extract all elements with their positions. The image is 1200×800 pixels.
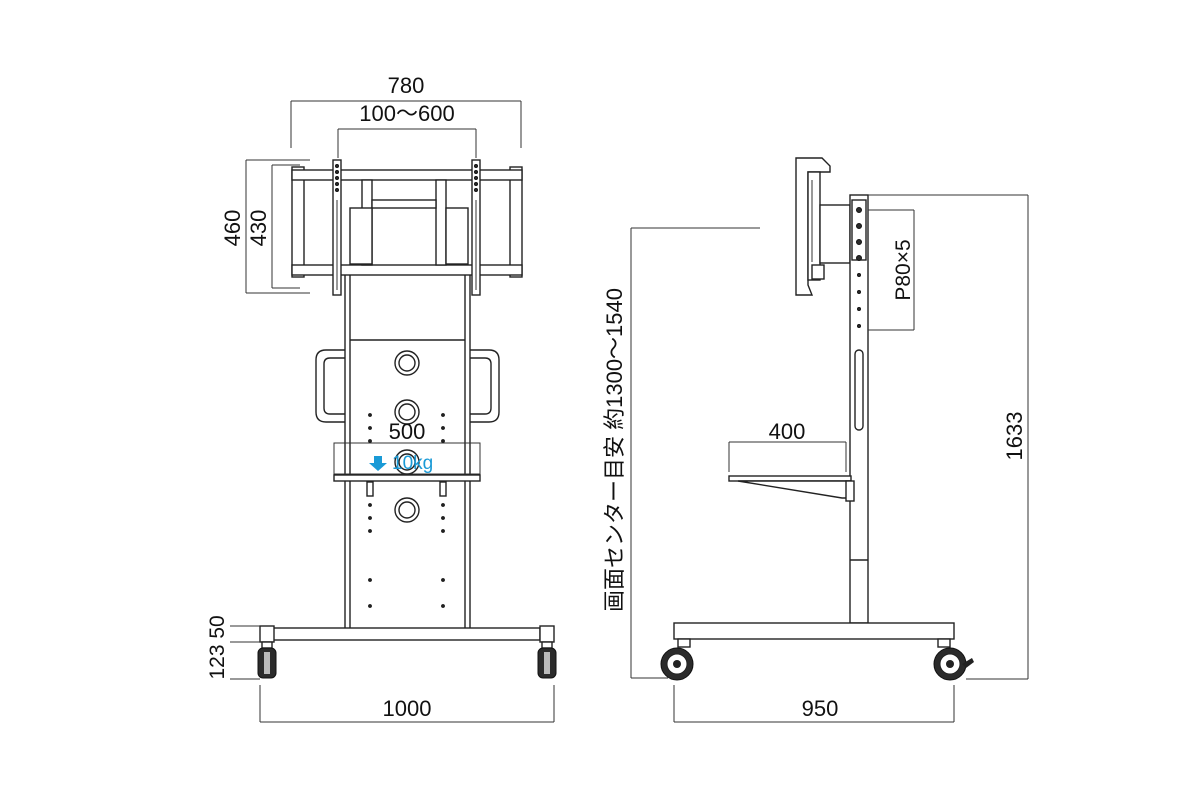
caster-height-label: 123 (206, 644, 229, 679)
side-view: 画面センター目安 約1300〜1540 P (602, 157, 1029, 723)
side-monitor-bracket (795, 157, 851, 296)
dimension-780: 780 (290, 73, 522, 148)
base-offset-label: 50 (206, 615, 229, 638)
dimension-pitch: P80×5 (868, 209, 915, 331)
dimension-screen-center: 画面センター目安 約1300〜1540 (602, 227, 760, 679)
column-holes (368, 413, 445, 608)
dimension-vesa-range: 100〜600 (337, 101, 477, 158)
shelf-load-label: 10kg (392, 453, 433, 474)
dimension-height-bracket: 460 430 (220, 159, 310, 294)
dimension-950: 950 (673, 685, 955, 723)
width-overall-label: 780 (388, 73, 425, 98)
height-outer-label: 460 (220, 210, 245, 247)
shelf-depth-label: 400 (769, 419, 806, 444)
base-width-label: 1000 (383, 696, 432, 721)
height-inner-label: 430 (246, 210, 271, 247)
front-shelf: 500 10kg (333, 419, 481, 497)
dimension-total-height: 1633 (868, 194, 1029, 680)
screen-center-label: 画面センター目安 約1300〜1540 (602, 288, 627, 612)
total-height-label: 1633 (1002, 412, 1027, 461)
base-depth-label: 950 (802, 696, 839, 721)
side-handles (315, 349, 500, 423)
side-column (849, 194, 869, 624)
shelf-width-label: 500 (389, 419, 426, 444)
pitch-label: P80×5 (892, 239, 915, 300)
mounting-frame (291, 159, 523, 296)
front-column (344, 275, 471, 628)
down-arrow-icon (369, 456, 387, 471)
front-base (257, 625, 557, 679)
front-view: 780 100〜600 460 430 (206, 73, 557, 723)
dimension-1000: 1000 (259, 685, 555, 723)
side-base (660, 622, 974, 681)
side-shelf: 400 (728, 419, 855, 502)
dimension-base-left: 50 123 (206, 615, 260, 680)
vesa-range-label: 100〜600 (359, 101, 454, 126)
